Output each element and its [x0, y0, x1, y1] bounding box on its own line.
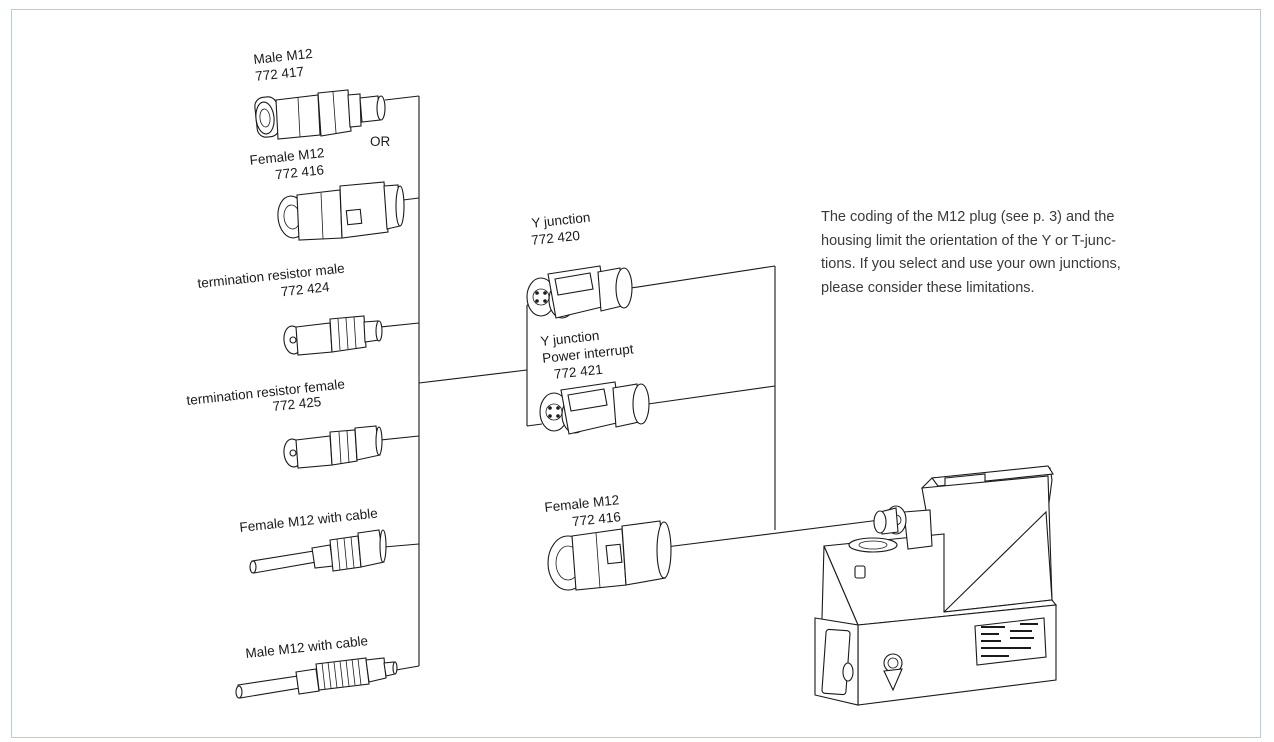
label-or: OR	[370, 134, 391, 149]
y-junction-connector	[526, 265, 633, 319]
y-junction-out-line	[630, 265, 776, 289]
bus-to-junction-line	[418, 369, 528, 384]
label-term-male-code: 772 424	[280, 279, 331, 299]
svg-text:Female M12 772 416: Female M12 772 416	[544, 492, 626, 532]
note-line: housing limit the orientation of the Y o…	[821, 232, 1117, 249]
label-female-m12-cable: Female M12 with cable	[239, 506, 379, 535]
label-y-junction-name: Y junction	[531, 210, 591, 231]
svg-text:Y junction 772 420: Y junction 772 420	[529, 209, 597, 248]
lead-male-cable	[395, 665, 420, 671]
male-m12-with-cable	[235, 657, 398, 699]
label-female-m12-mid-code: 772 416	[571, 509, 621, 529]
note-line: please consider these limitations.	[821, 279, 1035, 296]
svg-text:Male M12 772 417: Male M12 772 417	[253, 45, 319, 83]
lead-female-cable	[383, 543, 420, 548]
label-term-female-name: termination resistor female	[186, 376, 346, 408]
note-line: The coding of the M12 plug (see p. 3) an…	[821, 209, 1115, 225]
label-y-junction-code: 772 420	[531, 228, 581, 248]
label-male-m12-name: Male M12	[253, 46, 314, 67]
y-junction-power-interrupt-connector	[539, 381, 650, 435]
termination-resistor-male	[283, 315, 383, 356]
male-m12-connector	[254, 89, 386, 140]
female-m12-middle-connector	[547, 520, 672, 591]
female-mid-to-device-line	[665, 519, 881, 548]
content-frame	[11, 9, 1261, 738]
female-m12-with-cable	[249, 529, 387, 574]
label-male-m12-cable: Male M12 with cable	[245, 633, 369, 661]
label-y-junction-pi-name: Y junction	[540, 328, 600, 349]
device-label-lines	[981, 623, 1038, 657]
y-pi-out-line	[647, 385, 776, 405]
lead-term-male	[379, 322, 420, 328]
lead-term-female	[379, 435, 420, 441]
svg-text:termination resistor female: termination resistor female 772 425	[186, 376, 351, 423]
lead-male-m12	[384, 95, 420, 101]
label-y-junction-pi-code: 772 421	[553, 362, 603, 382]
svg-text:termination resistor male: termination resistor male 772 424	[197, 260, 351, 308]
wiring	[379, 95, 881, 671]
female-m12-connector	[277, 181, 405, 241]
termination-resistor-female	[283, 425, 383, 469]
svg-text:Y junction Power interru: Y junction Power interrupt 772 421	[540, 324, 640, 383]
flow-device	[814, 465, 1058, 706]
svg-text:Female M12 772 416: Female M12 772 416	[249, 145, 331, 185]
label-term-female-code: 772 425	[272, 394, 322, 414]
note-line: tions. If you select and use your own ju…	[821, 256, 1121, 272]
junction-bus-stub	[526, 423, 543, 427]
label-male-m12-code: 772 417	[255, 64, 305, 84]
orientation-note: The coding of the M12 plug (see p. 3) an…	[821, 206, 1171, 300]
label-female-m12-code: 772 416	[275, 162, 325, 182]
lead-female-m12	[402, 197, 420, 201]
